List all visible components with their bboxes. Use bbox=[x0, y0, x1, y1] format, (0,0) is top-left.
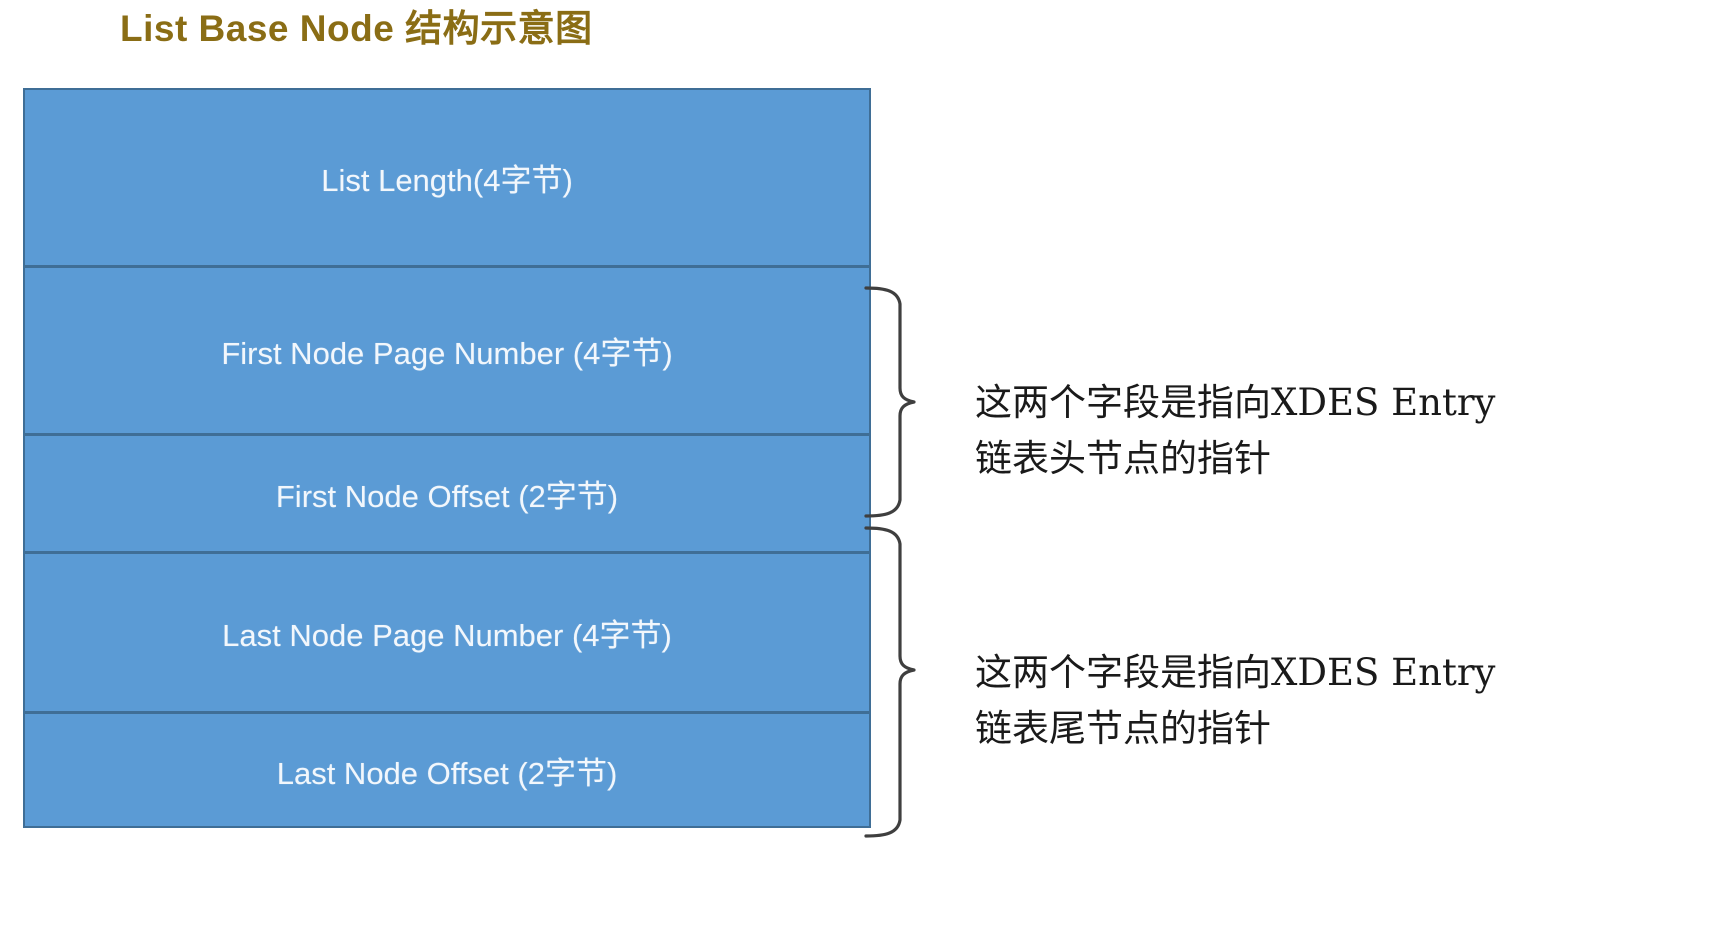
brace-first-node-pointer bbox=[864, 286, 916, 518]
annotation-last-node-pointer: 这两个字段是指向XDES Entry 链表尾节点的指针 bbox=[975, 645, 1495, 756]
annotation-line: 链表尾节点的指针 bbox=[975, 706, 1271, 750]
struct-row-first-node-offset: First Node Offset (2字节) bbox=[25, 436, 869, 554]
struct-row-label: First Node Page Number (4字节) bbox=[221, 336, 673, 371]
brace-last-node-pointer bbox=[864, 526, 916, 838]
struct-row-list-length: List Length(4字节) bbox=[25, 90, 869, 268]
struct-row-label: List Length(4字节) bbox=[321, 163, 573, 198]
struct-row-label: Last Node Page Number (4字节) bbox=[222, 618, 672, 653]
annotation-first-node-pointer: 这两个字段是指向XDES Entry 链表头节点的指针 bbox=[975, 375, 1495, 486]
struct-row-label: Last Node Offset (2字节) bbox=[276, 755, 618, 791]
annotation-line: 这两个字段是指向XDES Entry bbox=[975, 381, 1496, 424]
struct-row-first-node-page-number: First Node Page Number (4字节) bbox=[25, 268, 869, 436]
struct-row-last-node-offset: Last Node Offset (2字节) bbox=[25, 714, 869, 826]
page-title: List Base Node 结构示意图 bbox=[120, 8, 593, 49]
struct-row-last-node-page-number: Last Node Page Number (4字节) bbox=[25, 554, 869, 714]
annotation-line: 链表头节点的指针 bbox=[975, 436, 1271, 480]
annotation-line: 这两个字段是指向XDES Entry bbox=[975, 651, 1496, 694]
struct-row-label: First Node Offset (2字节) bbox=[275, 479, 619, 514]
list-base-node-struct-table: List Length(4字节) First Node Page Number … bbox=[23, 88, 871, 828]
